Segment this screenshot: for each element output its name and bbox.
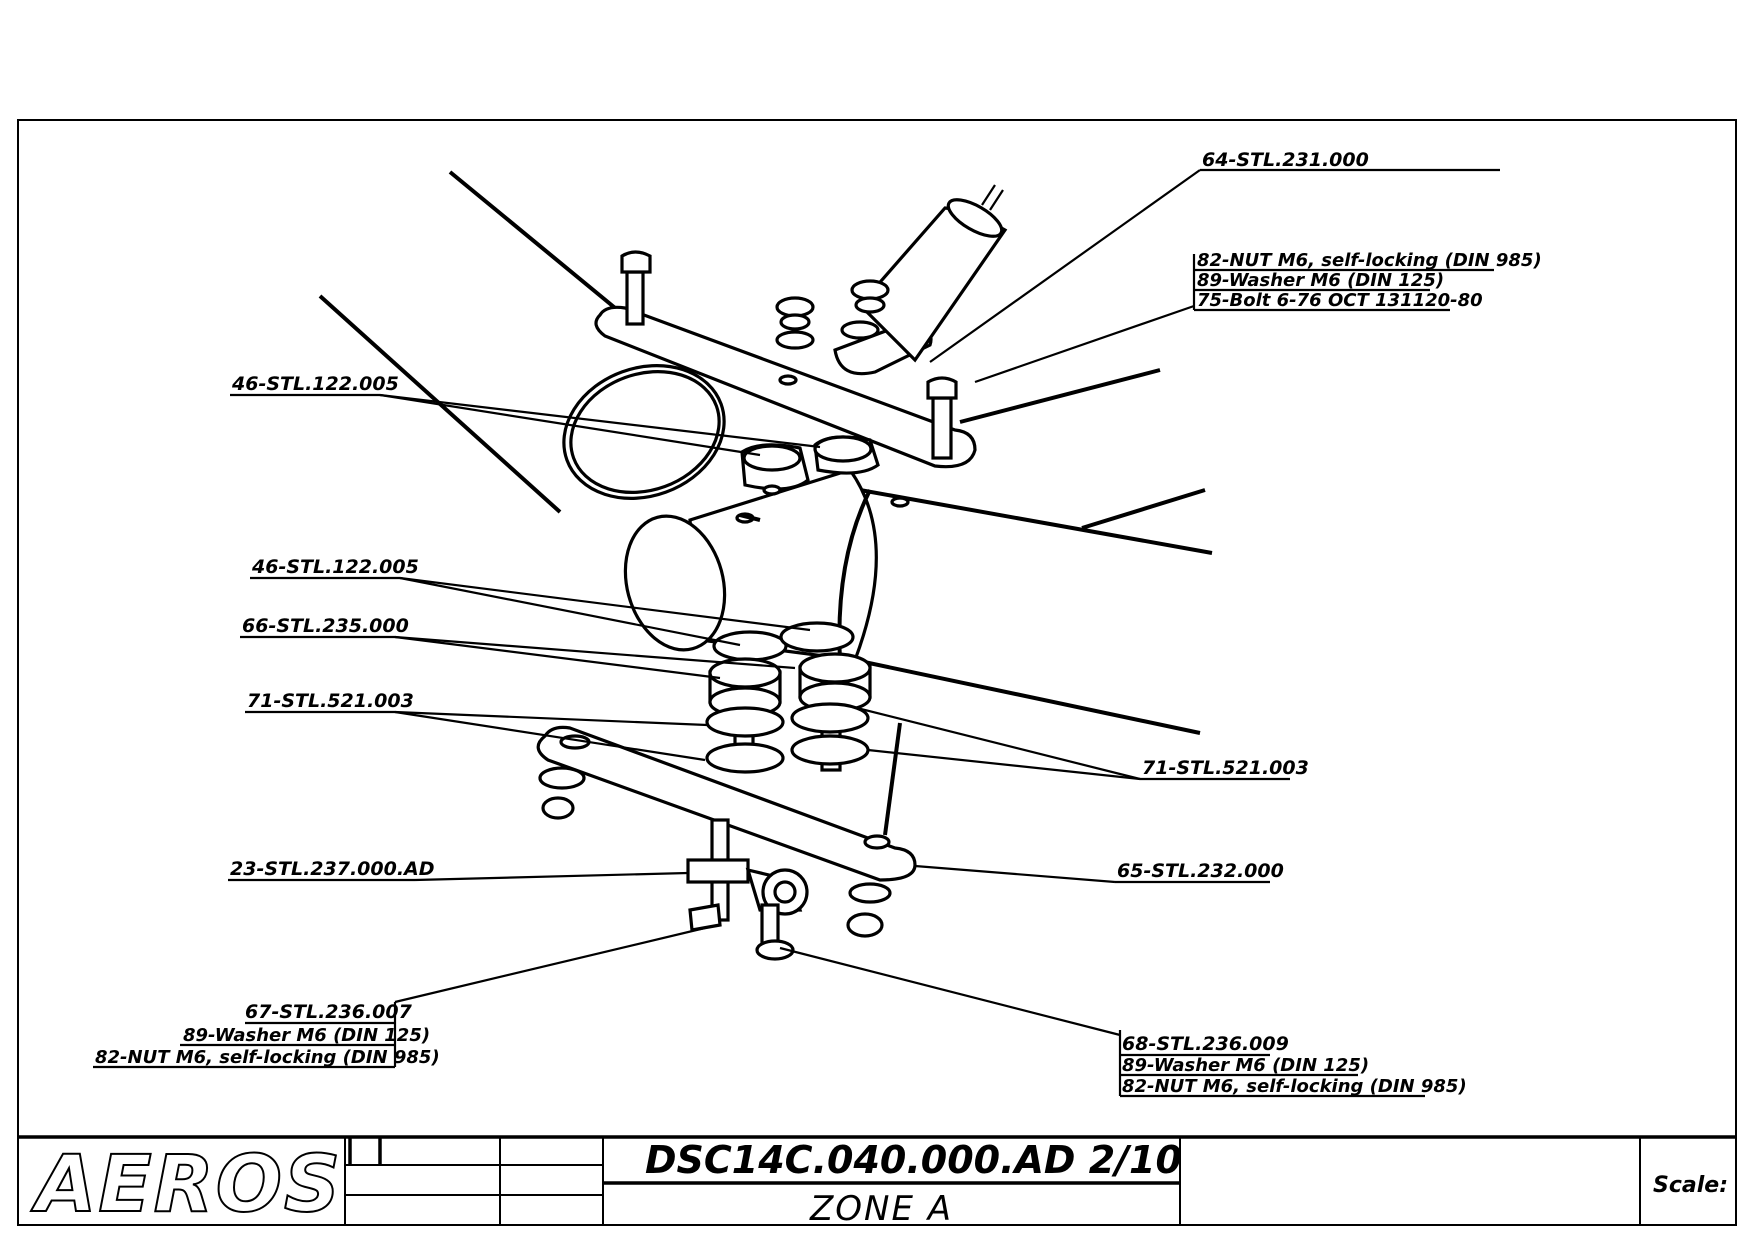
label-top-right-bolt: 75-Bolt 6-76 OCT 131120-80: [1197, 290, 1483, 311]
label-bottom-right-washer: 89-Washer M6 (DIN 125): [1122, 1055, 1369, 1076]
label-part-71-right: 71-STL.521.003: [1142, 757, 1309, 779]
label-bottom-right-nut: 82-NUT M6, self-locking (DIN 985): [1122, 1076, 1467, 1097]
company-logo: AEROS: [30, 1140, 342, 1230]
label-part-71-left: 71-STL.521.003: [247, 690, 414, 712]
label-bottom-left-nut: 82-NUT M6, self-locking (DIN 985): [95, 1047, 440, 1068]
part-labels: 64-STL.231.000 82-NUT M6, self-locking (…: [95, 149, 1542, 1097]
zone-label: ZONE A: [809, 1189, 953, 1229]
label-top-right-nut: 82-NUT M6, self-locking (DIN 985): [1197, 250, 1542, 271]
assembly-geometry: [318, 170, 1213, 961]
title-block: AEROS DSC14C.040.000.AD 2/10 ZONE A Scal…: [18, 1135, 1736, 1231]
label-bottom-left-part: 67-STL.236.007: [245, 1001, 413, 1023]
label-bottom-right-part: 68-STL.236.009: [1122, 1033, 1289, 1055]
label-part-46-b: 46-STL.122.005: [251, 556, 419, 578]
scale-label: Scale:: [1653, 1173, 1728, 1198]
label-part-46-a: 46-STL.122.005: [231, 373, 399, 395]
leader-lines: [93, 168, 1500, 1098]
label-part-64: 64-STL.231.000: [1202, 149, 1369, 171]
label-bottom-left-washer: 89-Washer M6 (DIN 125): [183, 1025, 430, 1046]
drawing-number: DSC14C.040.000.AD 2/10: [645, 1138, 1182, 1182]
drawing-frame: [17, 119, 1737, 1226]
label-part-65: 65-STL.232.000: [1117, 860, 1284, 882]
label-part-23: 23-STL.237.000.AD: [230, 858, 435, 880]
label-part-66: 66-STL.235.000: [242, 615, 409, 637]
label-top-right-washer: 89-Washer M6 (DIN 125): [1197, 270, 1444, 291]
